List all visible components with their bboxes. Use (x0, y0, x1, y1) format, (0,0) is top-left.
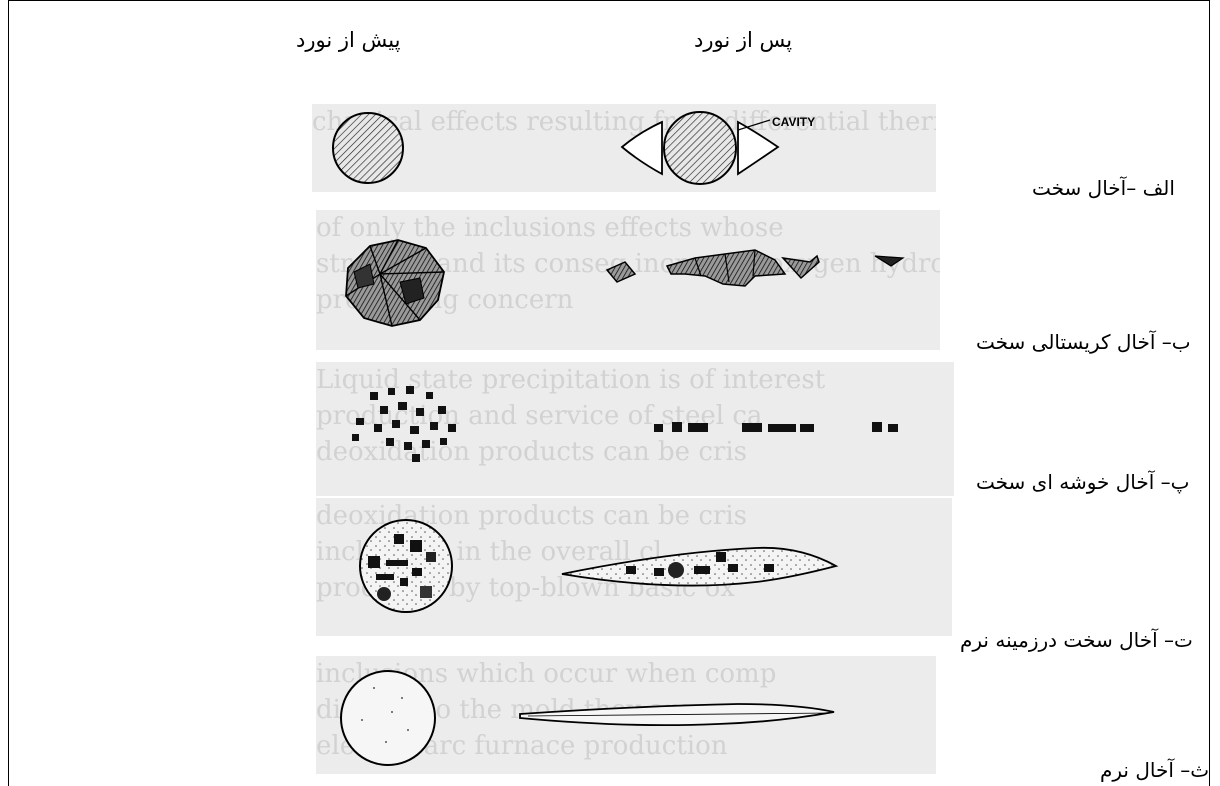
crystalline-inclusion-after (605, 244, 915, 294)
hard-inclusion-before (330, 110, 410, 190)
hard-inclusion-after: CAVITY (620, 110, 820, 190)
row-label-hard-in-soft-matrix: ت– آخال سخت درزمینه نرم (960, 628, 1193, 652)
row-label-crystalline-hard: ب– آخال کریستالی سخت (976, 330, 1191, 354)
row-label-soft: ث– آخال نرم (1100, 758, 1209, 782)
hard-in-soft-inclusion-after (560, 544, 840, 594)
cluster-inclusion-before (350, 386, 465, 466)
row-label-hard: الف –آخال سخت (1032, 176, 1175, 200)
header-after-rolling: پس از نورد (694, 28, 792, 52)
hard-in-soft-inclusion-before (356, 516, 456, 616)
cluster-inclusion-after (650, 418, 920, 440)
soft-inclusion-before (338, 668, 438, 768)
cavity-label: CAVITY (772, 115, 815, 129)
crystalline-inclusion-before (340, 238, 450, 328)
row-label-cluster-hard: پ– آخال خوشه ای سخت (976, 470, 1190, 494)
header-before-rolling: پیش از نورد (296, 28, 400, 52)
soft-inclusion-after (518, 700, 838, 734)
